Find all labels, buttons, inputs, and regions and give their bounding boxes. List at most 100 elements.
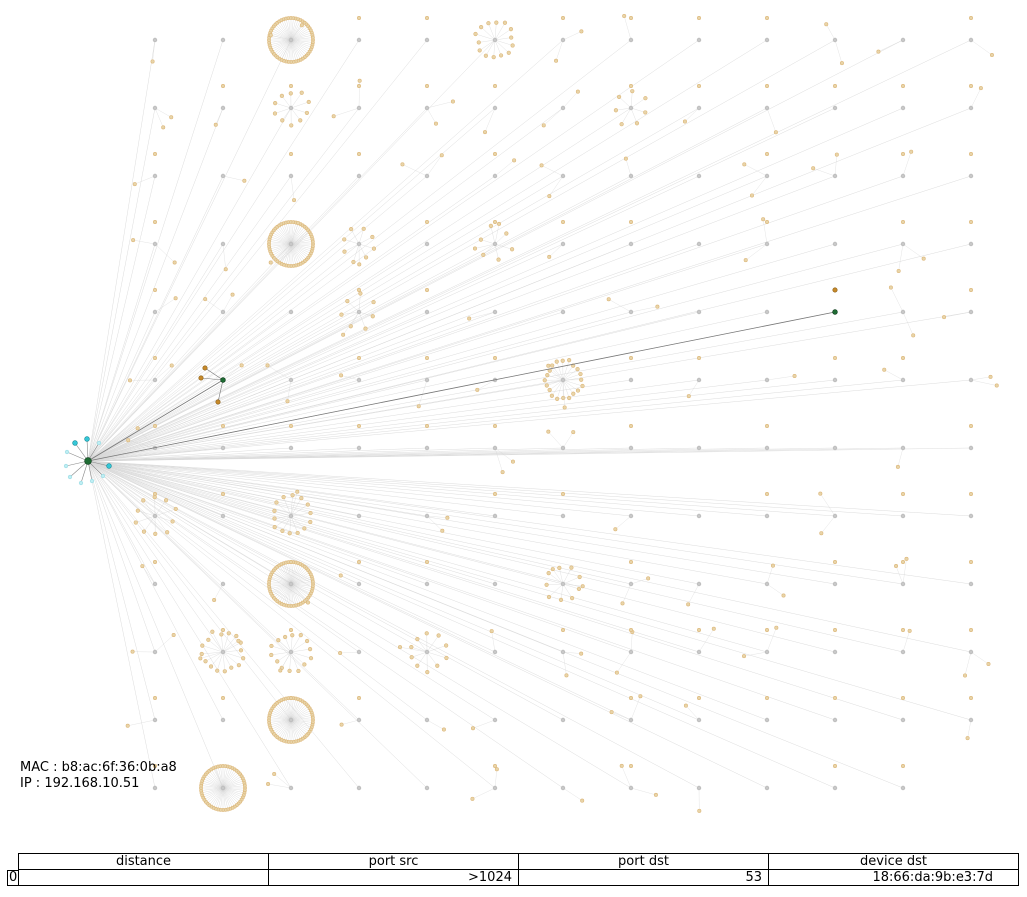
grid-node [628, 785, 634, 791]
ring-spoke [279, 583, 292, 603]
grid-node [968, 37, 974, 43]
ring-spoke [222, 766, 226, 789]
ring-spoke [290, 583, 297, 606]
satellite-edge [426, 515, 448, 518]
satellite-node [492, 220, 497, 225]
satellite-node [978, 86, 983, 91]
graph-edge [87, 107, 156, 462]
satellite-node [764, 627, 769, 632]
ring-spoke [201, 785, 224, 789]
satellite-node [547, 194, 552, 199]
ring-spoke [272, 583, 292, 596]
star-leaf-node [567, 358, 572, 363]
star-spoke [143, 500, 156, 517]
hub-neighbor-edge [69, 460, 89, 478]
star-spoke [143, 515, 156, 532]
star-spoke [290, 107, 301, 121]
satellite-node [153, 355, 158, 360]
star-spoke [562, 567, 572, 585]
ring-spoke [290, 563, 299, 585]
ring-spoke [269, 39, 292, 46]
satellite-edge [562, 431, 574, 449]
graph-edge [87, 107, 224, 462]
satellite-edge [154, 365, 172, 381]
star-spoke [630, 107, 638, 124]
star-spoke [411, 646, 428, 653]
satellite-edge [418, 379, 428, 407]
grid-node [356, 105, 362, 111]
star-leaf-node [141, 498, 146, 503]
satellite-node [764, 423, 769, 428]
grid-node [968, 717, 974, 723]
grid-node [764, 309, 770, 315]
satellite-edge [494, 447, 514, 462]
star-leaf-node [299, 496, 304, 501]
satellite-node [547, 254, 552, 259]
ring-leaf-node [310, 579, 315, 584]
satellite-edge [878, 39, 904, 52]
satellite-node [239, 363, 244, 368]
graph-edge [87, 460, 428, 721]
ring-spoke [281, 243, 292, 264]
ring-spoke [222, 776, 242, 789]
satellite-node [153, 152, 158, 157]
grid-node [696, 37, 702, 43]
grid-node [288, 105, 294, 111]
satellite-node [492, 491, 497, 496]
ring-spoke [202, 787, 224, 796]
graph-edge [87, 460, 292, 721]
cell-device-dst: 18:66:da:9b:e3:7d [768, 869, 1019, 886]
ring-spoke [222, 766, 229, 789]
satellite-edge [426, 107, 437, 124]
ring-spoke [213, 768, 224, 789]
star-leaf-node [276, 638, 281, 643]
grid-node [968, 105, 974, 111]
ring-spoke [288, 719, 292, 742]
grid-node [764, 785, 770, 791]
graph-edge [87, 311, 156, 462]
graph-edge [87, 175, 904, 462]
satellite-node [882, 367, 887, 372]
ring-spoke [290, 712, 312, 721]
star-spoke [417, 638, 428, 653]
star-leaf-node [236, 663, 241, 668]
star-spoke [274, 107, 292, 114]
ring-spoke [222, 787, 229, 810]
satellite-node [895, 464, 900, 469]
satellite-node [338, 573, 343, 578]
grid-node [560, 513, 566, 519]
ring-spoke [290, 583, 309, 598]
star-leaf-node [571, 391, 576, 396]
graph-edge [87, 460, 836, 789]
star-spoke [549, 370, 564, 381]
active-leaf-node [215, 399, 221, 405]
satellite-edge [625, 158, 632, 177]
hub-neighbor-edge [74, 442, 89, 462]
satellite-node [764, 491, 769, 496]
grid-node [356, 241, 362, 247]
grid-node [560, 581, 566, 587]
ring-spoke [222, 770, 237, 789]
star-spoke [290, 635, 293, 653]
satellite-node [356, 695, 361, 700]
star-leaf-node [444, 655, 449, 661]
graph-edge [87, 460, 768, 789]
grid-node [220, 581, 226, 587]
star-leaf-node [619, 122, 624, 127]
satellite-edge [766, 107, 777, 133]
satellite-node [900, 491, 905, 496]
ring-spoke [271, 234, 292, 245]
satellite-node [900, 355, 905, 360]
ring-spoke [273, 26, 292, 41]
star-spoke [278, 640, 292, 653]
grid-node [220, 173, 226, 179]
satellite-node [606, 297, 611, 302]
star-leaf-node [542, 378, 547, 383]
ring-spoke [220, 787, 224, 810]
grid-node [764, 105, 770, 111]
ring-spoke [204, 787, 224, 800]
ring-spoke [270, 39, 292, 48]
satellite-node [356, 355, 361, 360]
satellite-node [749, 193, 754, 198]
ring-spoke [290, 719, 299, 741]
